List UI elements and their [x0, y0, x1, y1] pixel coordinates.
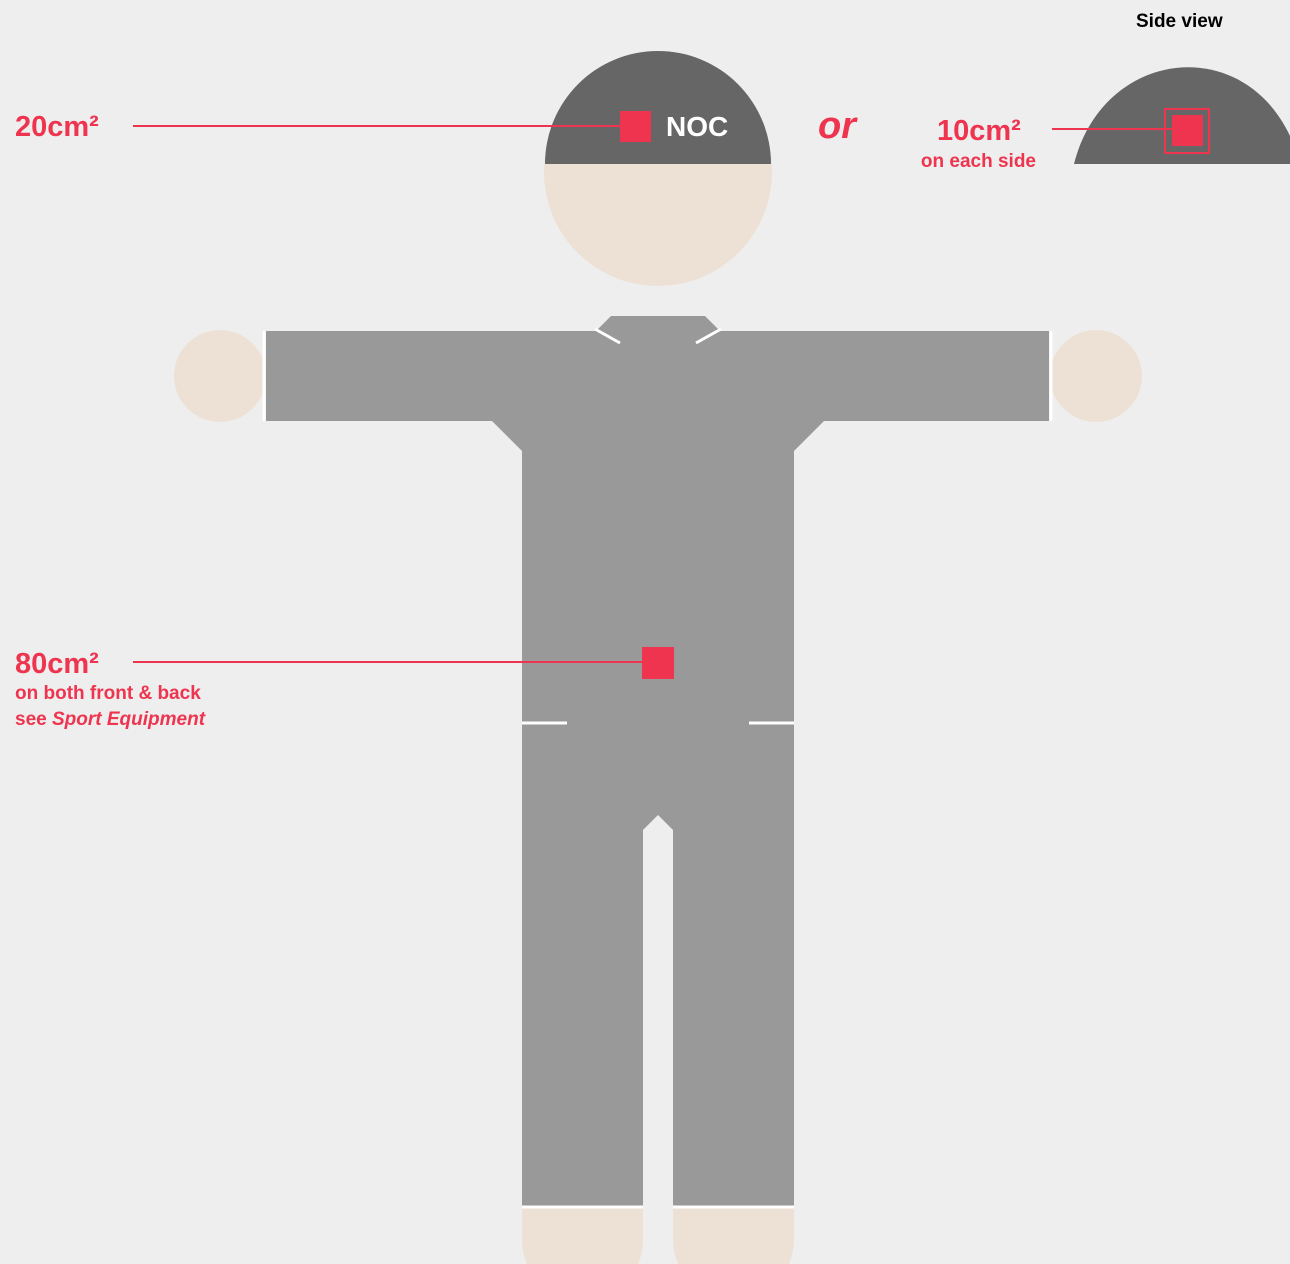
left-hand [174, 330, 266, 422]
right-foot [673, 1207, 794, 1264]
body-logo-area [642, 647, 674, 679]
cap-side-area-label: 10cm² [937, 115, 1021, 147]
body-note-line1: on both front & back [15, 682, 201, 706]
body-note-line2: see Sport Equipment [15, 708, 205, 732]
cap-front [545, 51, 771, 164]
cap-front-logo-area [620, 111, 651, 142]
cap-side-logo-area [1172, 115, 1203, 146]
cap-front-area-label: 20cm² [15, 111, 99, 143]
suit [266, 316, 1049, 1207]
cap-side-note: on each side [898, 150, 1036, 174]
left-foot [522, 1207, 643, 1264]
right-hand [1050, 330, 1142, 422]
or-word: or [818, 106, 856, 146]
side-view-title: Side view [1136, 11, 1223, 33]
body-note-prefix: see [15, 709, 52, 730]
body-note-reference: Sport Equipment [52, 709, 205, 730]
noc-text: NOC [666, 112, 728, 142]
body-area-label: 80cm² [15, 648, 99, 680]
